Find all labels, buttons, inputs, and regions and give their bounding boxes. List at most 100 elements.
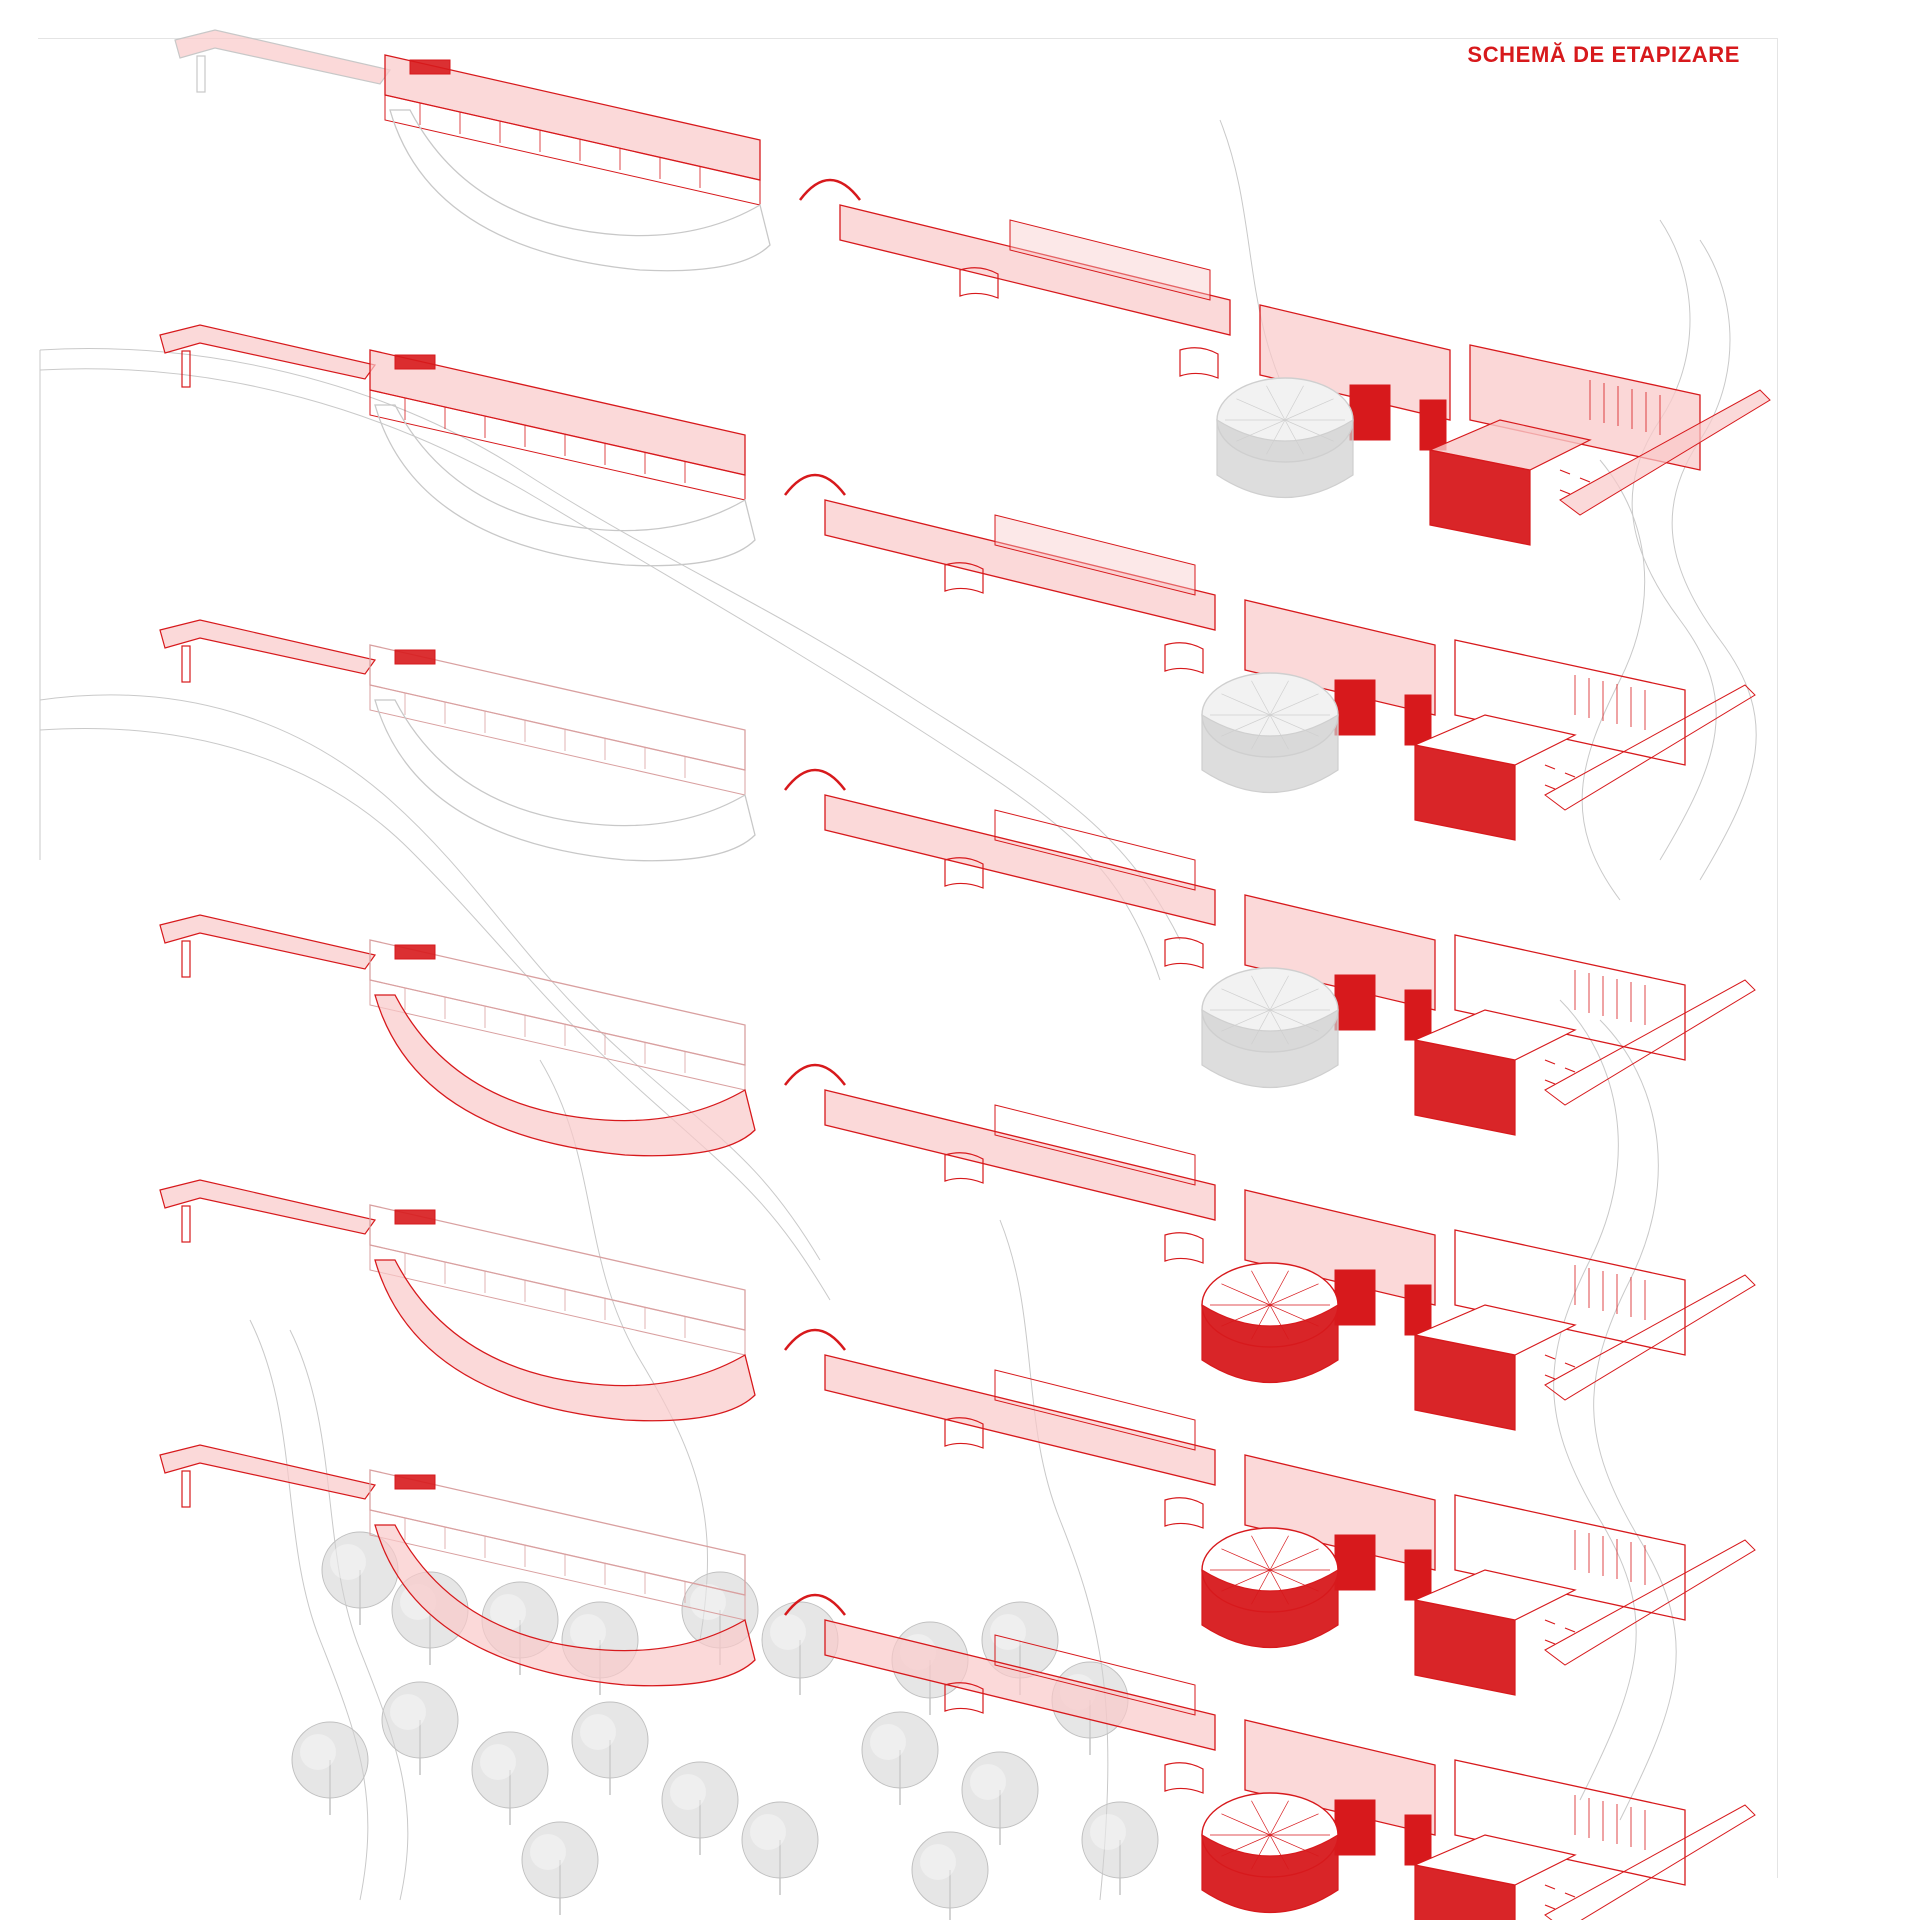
east-block <box>1454 1494 1686 1621</box>
central-block-red-portal-2 <box>1404 1814 1432 1866</box>
west-wing-accent-block <box>394 354 436 370</box>
bridge <box>159 914 377 970</box>
upper-gallery <box>994 514 1196 596</box>
central-block-red-portal-2 <box>1404 1284 1432 1336</box>
tree-17 <box>741 1801 819 1895</box>
bay-window-2 <box>1164 642 1204 674</box>
contour-line-9 <box>1593 1019 1677 1821</box>
contour-line-14 <box>999 1219 1109 1901</box>
upper-gallery <box>994 1369 1196 1451</box>
east-block <box>1454 1759 1686 1886</box>
rotunda-rib <box>1269 714 1289 750</box>
bay-window-1 <box>959 267 999 299</box>
crescent-hall <box>374 1259 756 1422</box>
phase-model-3 <box>159 619 1756 1136</box>
rotunda-rib <box>1251 1270 1271 1306</box>
rotunda-rib <box>1269 975 1289 1011</box>
rotunda-rib <box>1236 398 1286 421</box>
terrace-deck <box>1544 979 1756 1106</box>
entrance-pavilion-roof <box>1412 1009 1577 1061</box>
bridge-pier <box>181 350 191 388</box>
east-block <box>1454 1229 1686 1356</box>
tree-crown-highlight <box>670 1774 706 1810</box>
entry-arch <box>784 1593 846 1616</box>
tree-crown <box>381 1681 459 1759</box>
rotunda-rib <box>1251 1009 1271 1045</box>
crescent-hall <box>374 1524 756 1687</box>
rotunda-rib <box>1221 1009 1271 1032</box>
rotunda-rib <box>1284 385 1304 421</box>
rotunda-rib <box>1221 1283 1271 1306</box>
rotunda-rib <box>1251 680 1271 716</box>
central-block-red-portal-2 <box>1419 399 1447 451</box>
phase-model-4 <box>159 914 1756 1431</box>
terrace-deck <box>1559 389 1771 516</box>
rotunda-rib <box>1269 1304 1319 1327</box>
tree-crown-highlight <box>580 1714 616 1750</box>
central-block <box>1259 304 1451 421</box>
upper-gallery <box>994 809 1196 891</box>
west-wing-accent-block <box>409 59 451 75</box>
tree-crown-highlight <box>690 1584 726 1620</box>
tree-crown-highlight <box>920 1844 956 1880</box>
tree-crown <box>961 1751 1039 1829</box>
tree-crown <box>661 1761 739 1839</box>
bridge-pier <box>181 645 191 683</box>
west-wing-accent-block <box>394 649 436 665</box>
tree-12 <box>571 1701 649 1795</box>
rotunda-rib <box>1269 1800 1289 1836</box>
rotunda-rib <box>1251 1304 1271 1340</box>
tree-crown <box>741 1801 819 1879</box>
crescent-hall <box>389 109 771 272</box>
central-block <box>1244 1189 1436 1306</box>
tree-crown-highlight <box>300 1734 336 1770</box>
central-block <box>1244 599 1436 716</box>
rotunda-rib <box>1221 1569 1271 1592</box>
central-block <box>1244 1719 1436 1836</box>
bay-window-2 <box>1164 1232 1204 1264</box>
tree-crown-highlight <box>480 1744 516 1780</box>
rotunda-rib <box>1269 1535 1289 1571</box>
phase-model-2 <box>159 324 1756 841</box>
corridor-volume <box>839 204 1231 336</box>
plaza-marks <box>1544 1619 1576 1645</box>
bridge <box>159 1444 377 1500</box>
rotunda-rib <box>1269 1270 1289 1306</box>
rotunda-drum <box>1201 1568 1339 1648</box>
site-context-lines <box>39 119 1757 1901</box>
east-block <box>1454 639 1686 766</box>
central-block-red-portal <box>1334 1799 1376 1856</box>
rotunda-rib <box>1284 398 1334 421</box>
plaza-marks <box>1544 1059 1576 1085</box>
tree-crown <box>1081 1801 1159 1879</box>
phase-model-1 <box>174 29 1771 546</box>
bridge <box>174 29 392 85</box>
central-block-red-portal <box>1334 1269 1376 1326</box>
contour-line-8 <box>1553 999 1637 1801</box>
tree-9 <box>291 1721 369 1815</box>
rotunda-rib <box>1269 988 1319 1011</box>
bridge-pier <box>181 940 191 978</box>
rotunda-rib <box>1251 1569 1271 1605</box>
tree-crown <box>471 1731 549 1809</box>
entry-arch <box>784 473 846 496</box>
tree-crown-highlight <box>1090 1814 1126 1850</box>
rotunda-rib <box>1221 714 1271 737</box>
contour-line-5 <box>1631 219 1717 861</box>
tree-crown-highlight <box>490 1594 526 1630</box>
bay-window-1 <box>944 1152 984 1184</box>
corridor-volume <box>824 794 1216 926</box>
bay-window-1 <box>944 1682 984 1714</box>
rotunda-rib <box>1221 1304 1271 1327</box>
tree-crown-highlight <box>770 1614 806 1650</box>
crescent-hall <box>374 699 756 862</box>
upper-gallery <box>994 1634 1196 1716</box>
upper-gallery <box>994 1104 1196 1186</box>
contour-line-7 <box>1581 459 1646 901</box>
entry-arch <box>784 1328 846 1351</box>
rotunda-rib <box>1269 714 1319 737</box>
rotunda-rib <box>1221 988 1271 1011</box>
entry-arch <box>784 1063 846 1086</box>
bridge <box>159 324 377 380</box>
